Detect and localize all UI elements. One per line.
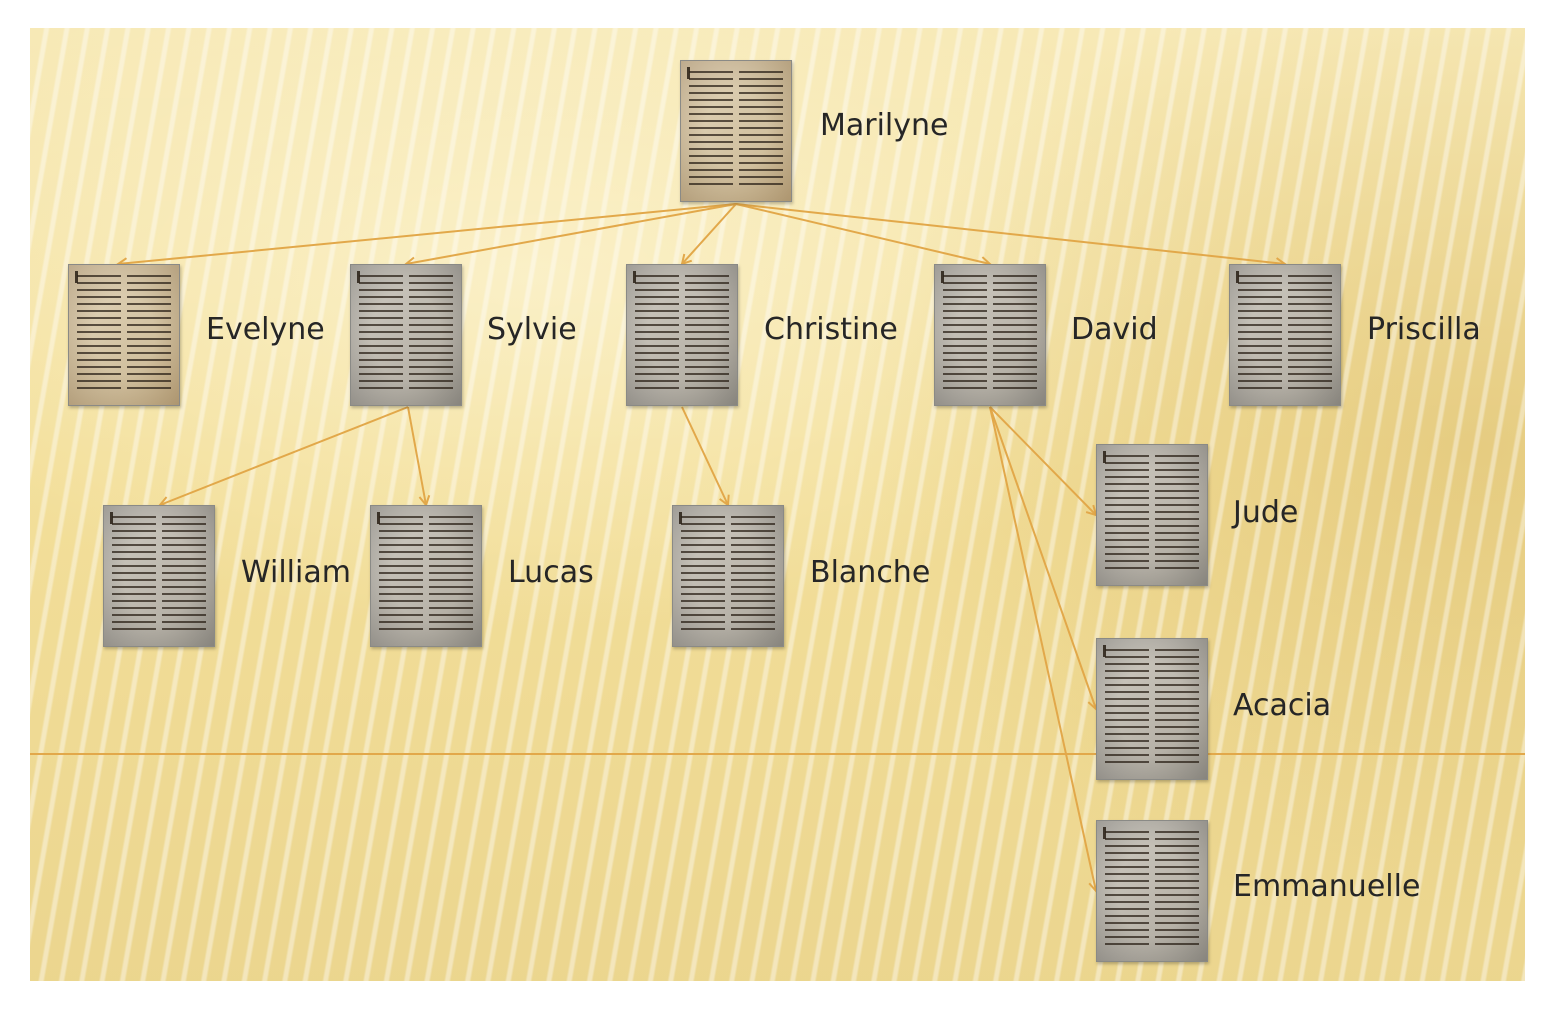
edge-sylvie-to-lucas — [407, 406, 426, 505]
node-name: Acacia — [1233, 688, 1332, 723]
edge-david-to-emmanuelle — [989, 406, 1096, 891]
edge-marilyne-to-evelyne — [118, 203, 737, 264]
node-name: Lucas — [508, 555, 594, 590]
node-name: David — [1071, 312, 1158, 347]
edge-david-to-acacia — [989, 406, 1096, 709]
node-name: Evelyne — [206, 312, 325, 347]
manuscript-page-icon — [1096, 638, 1208, 780]
manuscript-page-icon — [68, 264, 180, 406]
edge-marilyne-to-priscilla — [735, 203, 1285, 264]
node-name: Priscilla — [1367, 312, 1481, 347]
node-name: William — [241, 555, 351, 590]
node-name: Christine — [764, 312, 898, 347]
node-name: Sylvie — [487, 312, 577, 347]
manuscript-page-icon — [1229, 264, 1341, 406]
edge-david-to-jude — [989, 406, 1096, 515]
edge-marilyne-to-david — [735, 203, 990, 264]
manuscript-page-icon — [1096, 444, 1208, 586]
horizontal-divider — [30, 753, 1525, 755]
manuscript-page-icon — [350, 264, 462, 406]
edge-christine-to-blanche — [681, 406, 728, 505]
manuscript-page-icon — [672, 505, 784, 647]
node-name: Emmanuelle — [1233, 869, 1421, 904]
manuscript-page-icon — [103, 505, 215, 647]
edge-marilyne-to-christine — [682, 203, 737, 264]
edge-marilyne-to-sylvie — [406, 203, 737, 264]
manuscript-page-icon — [370, 505, 482, 647]
manuscript-page-icon — [626, 264, 738, 406]
edge-sylvie-to-william — [160, 406, 409, 505]
node-name: Blanche — [810, 555, 931, 590]
manuscript-page-icon — [1096, 820, 1208, 962]
tree-edges — [30, 203, 1525, 981]
manuscript-page-icon — [934, 264, 1046, 406]
slide-canvas: Marilyne Evelyne Sylvie Christine David … — [30, 28, 1525, 981]
node-name: Jude — [1233, 495, 1299, 530]
manuscript-page-icon — [680, 60, 792, 202]
node-name: Marilyne — [820, 108, 949, 143]
